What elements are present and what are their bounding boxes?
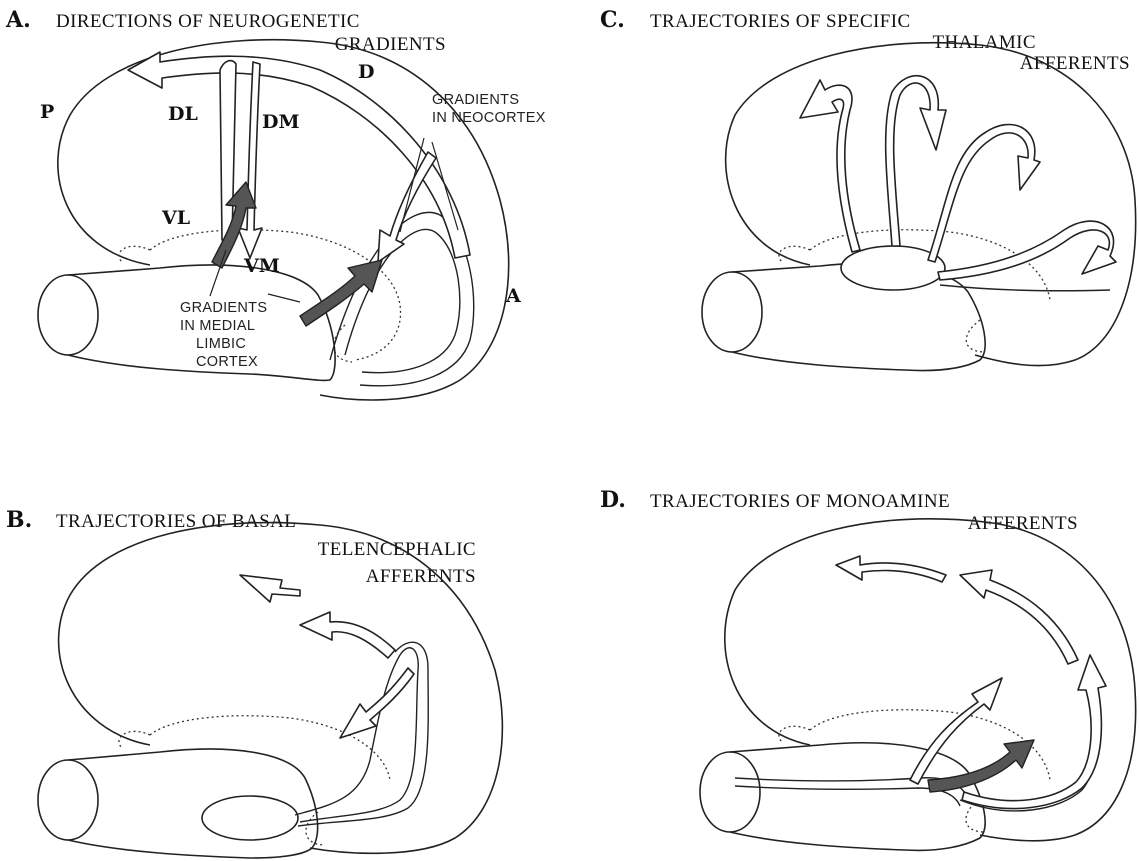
inner-dotted-region [150, 230, 401, 360]
panel-c-letter: C. [600, 7, 625, 33]
brainstem-bottom [68, 840, 312, 858]
monoamine-arrow-anterior [928, 740, 1034, 792]
brainstem-end [38, 760, 98, 840]
orientation-label-dl: DL [168, 103, 198, 125]
limbic-note-line3: LIMBIC [196, 336, 246, 352]
panel-d-hemisphere [700, 519, 1136, 851]
posterior-dotted-lobe [779, 726, 810, 742]
panel-c-title-line1: TRAJECTORIES OF SPECIFIC [650, 11, 911, 32]
limbic-note-line1: GRADIENTS [180, 300, 267, 316]
thalamus-disc [841, 246, 945, 290]
orientation-label-vm: VM [243, 255, 280, 277]
panel-a-title-line1: DIRECTIONS OF NEUROGENETIC [56, 11, 360, 32]
thalamic-afferent-arrow-3 [928, 125, 1040, 262]
posterior-dotted-lobe [119, 246, 150, 262]
panel-b-title-line2: TELENCEPHALIC [318, 539, 476, 560]
monoamine-bundle-lower [735, 786, 960, 806]
basal-afferent-arrow-distant [240, 575, 300, 602]
orientation-label-a: A [505, 285, 521, 307]
basal-afferent-arrow-upper [300, 612, 395, 658]
limbic-gradient-arrow-anterior [300, 260, 382, 326]
orientation-label-vl: VL [161, 207, 190, 229]
anterior-dotted-lobe [334, 325, 352, 362]
panel-c-hemisphere [702, 43, 1136, 371]
brainstem-end [702, 272, 762, 352]
neocortex-note-line2: IN NEOCORTEX [432, 110, 546, 126]
posterior-dotted-lobe [119, 731, 150, 748]
panel-a-title-line2: GRADIENTS [335, 34, 446, 55]
brainstem-end [700, 752, 760, 832]
thalamic-afferent-arrow-1 [800, 80, 860, 252]
panel-a-letter: A. [5, 7, 31, 33]
neocortex-band-inner [345, 229, 460, 372]
thalamic-afferent-arrow-4 [938, 221, 1116, 280]
limbic-leader-2 [268, 294, 300, 302]
orientation-label-p: P [40, 101, 54, 123]
limbic-note-line2: IN MEDIAL [180, 318, 255, 334]
brainstem-bottom [732, 352, 980, 371]
dm-gradient-arrow [238, 62, 262, 258]
orientation-label-dm: DM [262, 111, 300, 133]
brainstem-end [38, 275, 98, 355]
panel-a: A. DIRECTIONS OF NEUROGENETIC GRADIENTS [5, 7, 546, 400]
panel-c-title-line3: AFFERENTS [1020, 53, 1130, 74]
neocortex-note-line1: GRADIENTS [432, 92, 519, 108]
brainstem-bottom [730, 832, 980, 850]
basal-afferent-band-outer [295, 648, 418, 822]
thalamic-afferent-arrow-2 [886, 76, 946, 246]
panel-b-title-line1: TRAJECTORIES OF BASAL [56, 511, 296, 532]
panel-d-title-line1: TRAJECTORIES OF MONOAMINE [650, 491, 950, 512]
panel-d-letter: D. [600, 487, 626, 513]
posterior-dotted-lobe [779, 246, 810, 262]
panel-b-letter: B. [6, 507, 32, 533]
orientation-label-d: D [358, 61, 374, 83]
limbic-note-line4: CORTEX [196, 354, 258, 370]
panel-b-title-line3: AFFERENTS [366, 566, 476, 587]
panel-b: B. TRAJECTORIES OF BASAL TELENCEPHALIC A… [6, 507, 502, 858]
monoamine-arrow-arc [962, 655, 1106, 809]
panel-d: D. TRAJECTORIES OF MONOAMINE AFFERENTS [600, 487, 1136, 850]
monoamine-arrow-posterior [836, 556, 946, 582]
panel-c: C. TRAJECTORIES OF SPECIFIC THALAMIC AFF… [600, 7, 1136, 371]
basal-telencephalon-disc [202, 796, 298, 840]
monoamine-arrow-dorsal-long [960, 570, 1078, 664]
